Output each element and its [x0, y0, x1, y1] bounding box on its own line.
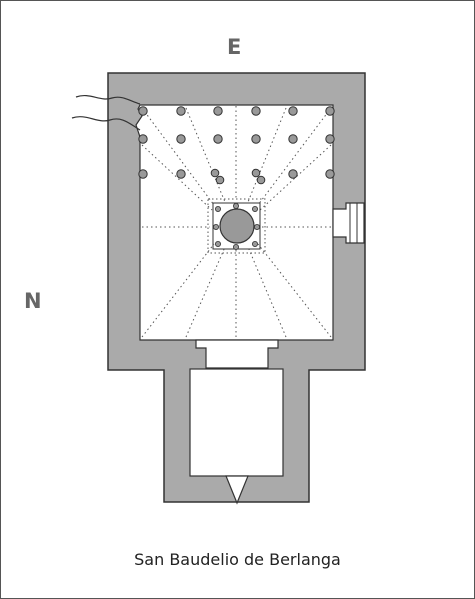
- compass-east-label: E: [227, 35, 242, 59]
- vault-ribs: [141, 106, 332, 339]
- gallery-columns: [138, 106, 335, 185]
- diagram-caption: San Baudelio de Berlanga: [134, 550, 341, 569]
- break-line-lower: [71, 116, 141, 131]
- compass-north-label: N: [24, 289, 42, 313]
- side-door-jamb: [349, 202, 358, 244]
- apse-interior: [189, 368, 284, 477]
- apse-passage: [195, 339, 279, 369]
- apse-window: [225, 475, 249, 505]
- break-line-upper: [75, 95, 141, 105]
- central-pillar: [207, 198, 266, 254]
- side-door: [332, 202, 365, 244]
